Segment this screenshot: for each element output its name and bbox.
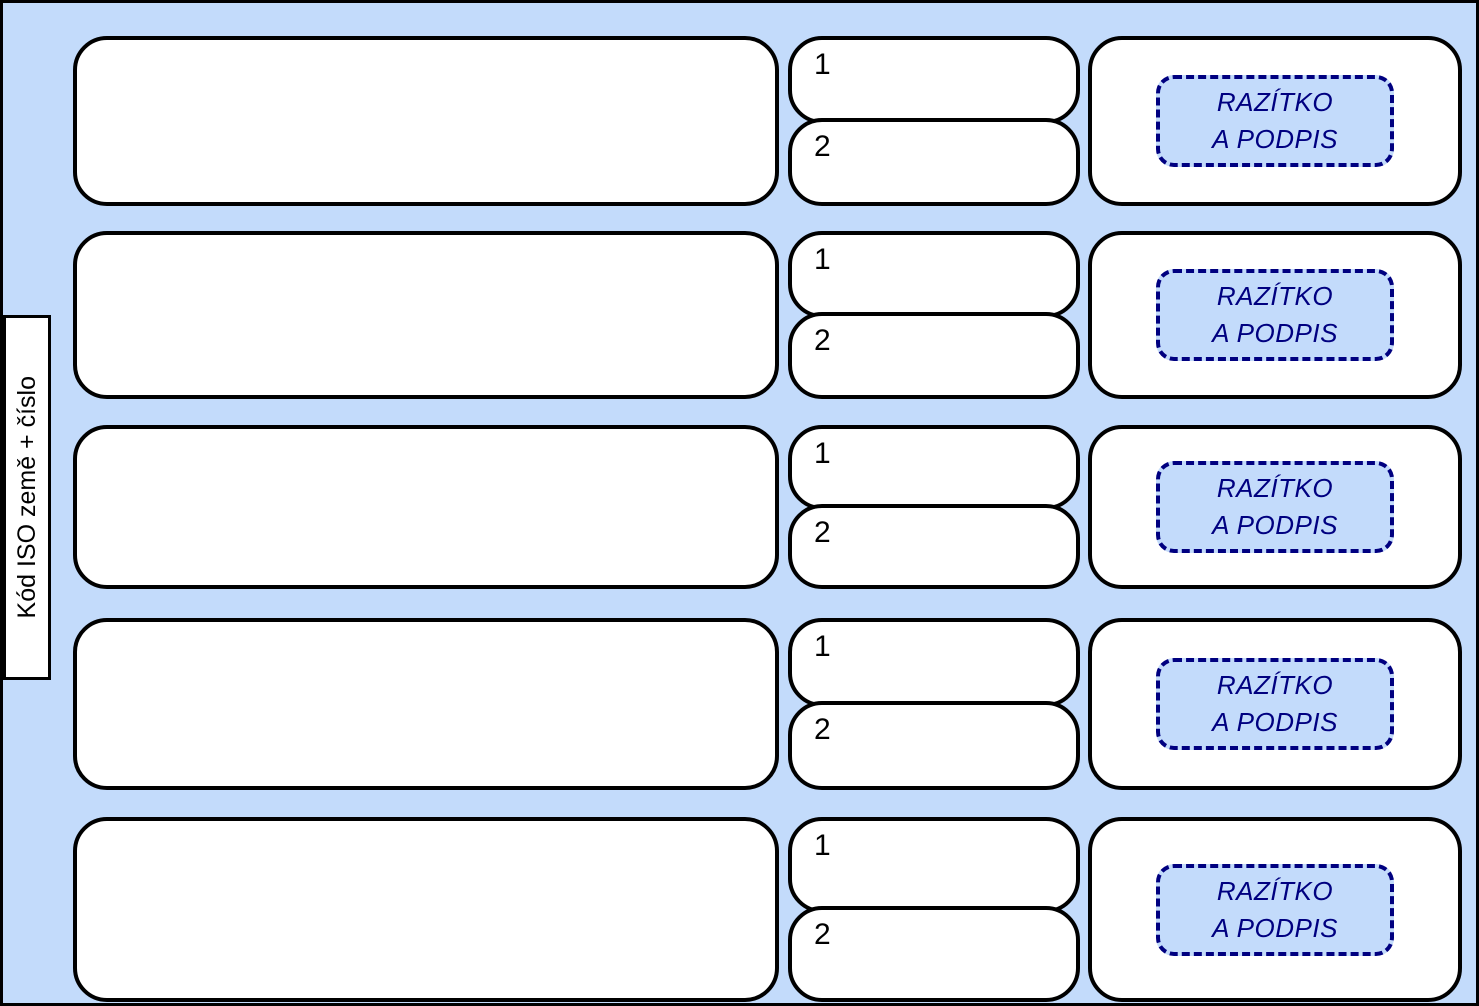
numbered-cell-1[interactable]: 1 bbox=[788, 36, 1080, 125]
numbered-cell-label: 2 bbox=[814, 323, 831, 357]
table-row: 1 2 RAZÍTKO A PODPIS bbox=[73, 425, 1462, 589]
stamp-and-signature-box[interactable]: RAZÍTKO A PODPIS bbox=[1156, 75, 1394, 167]
numbered-cell-label: 2 bbox=[814, 129, 831, 163]
main-entry-field[interactable] bbox=[73, 618, 779, 790]
stamp-line-2: A PODPIS bbox=[1212, 124, 1338, 154]
stamp-line-1: RAZÍTKO bbox=[1216, 670, 1334, 701]
numbered-cell-label: 1 bbox=[814, 48, 831, 81]
side-label-text: Kód ISO země + číslo bbox=[12, 376, 41, 619]
stamp-line-1: RAZÍTKO bbox=[1216, 473, 1334, 504]
main-entry-field[interactable] bbox=[73, 36, 779, 206]
table-row: 1 2 RAZÍTKO A PODPIS bbox=[73, 231, 1462, 399]
numbered-cell-1[interactable]: 1 bbox=[788, 425, 1080, 511]
main-entry-field[interactable] bbox=[73, 425, 779, 589]
numbered-cell-2[interactable]: 2 bbox=[788, 905, 1080, 1002]
stamp-line-2: A PODPIS bbox=[1212, 318, 1338, 348]
numbered-column: 1 2 bbox=[788, 618, 1080, 790]
stamp-and-signature-box[interactable]: RAZÍTKO A PODPIS bbox=[1156, 863, 1394, 956]
stamp-cell[interactable]: RAZÍTKO A PODPIS bbox=[1088, 231, 1462, 399]
stamp-and-signature-box[interactable]: RAZÍTKO A PODPIS bbox=[1156, 461, 1394, 553]
main-entry-field[interactable] bbox=[73, 231, 779, 399]
numbered-column: 1 2 bbox=[788, 231, 1080, 399]
numbered-cell-label: 1 bbox=[814, 630, 831, 663]
numbered-cell-1[interactable]: 1 bbox=[788, 618, 1080, 708]
stamp-line-1: RAZÍTKO bbox=[1216, 87, 1334, 118]
stamp-line-1: RAZÍTKO bbox=[1216, 281, 1334, 312]
stamp-line-2: A PODPIS bbox=[1212, 912, 1338, 943]
table-row: 1 2 RAZÍTKO A PODPIS bbox=[73, 618, 1462, 790]
stamp-and-signature-box[interactable]: RAZÍTKO A PODPIS bbox=[1156, 269, 1394, 361]
numbered-cell-label: 2 bbox=[814, 712, 831, 746]
numbered-cell-label: 2 bbox=[814, 917, 831, 951]
numbered-column: 1 2 bbox=[788, 817, 1080, 1002]
numbered-column: 1 2 bbox=[788, 425, 1080, 589]
stamp-line-1: RAZÍTKO bbox=[1216, 875, 1334, 906]
side-label-box: Kód ISO země + číslo bbox=[3, 315, 51, 680]
stamp-cell[interactable]: RAZÍTKO A PODPIS bbox=[1088, 618, 1462, 790]
numbered-cell-2[interactable]: 2 bbox=[788, 503, 1080, 589]
stamp-cell[interactable]: RAZÍTKO A PODPIS bbox=[1088, 36, 1462, 206]
stamp-cell[interactable]: RAZÍTKO A PODPIS bbox=[1088, 817, 1462, 1002]
numbered-cell-1[interactable]: 1 bbox=[788, 817, 1080, 914]
numbered-cell-label: 1 bbox=[814, 243, 831, 276]
numbered-cell-2[interactable]: 2 bbox=[788, 117, 1080, 206]
stamp-line-2: A PODPIS bbox=[1212, 510, 1338, 540]
numbered-cell-2[interactable]: 2 bbox=[788, 700, 1080, 790]
main-entry-field[interactable] bbox=[73, 817, 779, 1002]
numbered-column: 1 2 bbox=[788, 36, 1080, 206]
numbered-cell-label: 2 bbox=[814, 515, 831, 549]
stamp-and-signature-box[interactable]: RAZÍTKO A PODPIS bbox=[1156, 658, 1394, 750]
numbered-cell-label: 1 bbox=[814, 437, 831, 470]
stamp-line-2: A PODPIS bbox=[1212, 707, 1338, 737]
table-row: 1 2 RAZÍTKO A PODPIS bbox=[73, 817, 1462, 1002]
numbered-cell-2[interactable]: 2 bbox=[788, 311, 1080, 399]
numbered-cell-1[interactable]: 1 bbox=[788, 231, 1080, 319]
table-row: 1 2 RAZÍTKO A PODPIS bbox=[73, 36, 1462, 206]
stamp-cell[interactable]: RAZÍTKO A PODPIS bbox=[1088, 425, 1462, 589]
numbered-cell-label: 1 bbox=[814, 829, 831, 862]
